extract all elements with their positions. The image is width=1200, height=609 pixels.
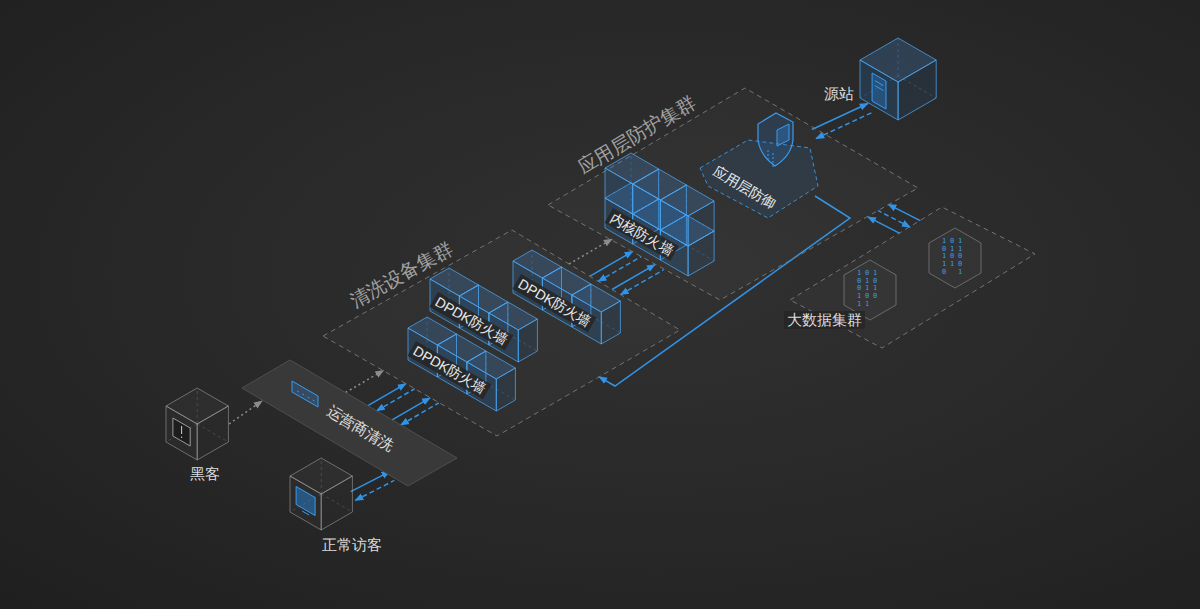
shape-edge (302, 394, 304, 395)
hacker-node: 黑客 (160, 386, 235, 486)
shape-edge (875, 86, 884, 91)
digit-holder: 0101 (950, 238, 957, 269)
arrow-line (569, 239, 612, 264)
node-label: 黑客 (190, 465, 220, 483)
arrow-line (401, 403, 439, 425)
cluster-region: 清洗设备集群DPDK防火墙DPDK防火墙DPDK防火墙 (323, 228, 683, 438)
arrow-line (346, 371, 384, 393)
arrow-line (621, 270, 664, 295)
arrow-line (612, 265, 655, 290)
text-holder: 正常访客 (322, 536, 382, 554)
arrow-line (351, 472, 390, 492)
text-holder: 黑客 (190, 465, 220, 483)
digit-holder: 11001 (958, 238, 965, 276)
visitor-node: 正常访客 (285, 456, 395, 560)
shape-edge (297, 391, 299, 392)
digit-holder: 1010 (873, 270, 880, 301)
shape-face (323, 230, 680, 436)
digit-holder: 10110 (942, 238, 949, 276)
arrow-line (229, 401, 262, 424)
text-holder: 源站 (824, 85, 854, 103)
arrow-line (377, 389, 415, 411)
shape-face (777, 124, 789, 146)
shape-edge (768, 150, 769, 162)
arrow-line (812, 104, 868, 130)
binary-digits: 0101 (950, 238, 957, 269)
shape-face (166, 388, 228, 424)
shape-edge (773, 153, 774, 168)
digit-holder: 10011 (857, 270, 864, 308)
binary-digits: 10110 (942, 238, 949, 276)
binary-digits: 1010 (873, 270, 880, 301)
shape-edge (313, 400, 315, 401)
node-label: 源站 (824, 85, 854, 103)
arrow-line (368, 384, 406, 406)
shape-face (700, 140, 818, 218)
flow-connector (229, 401, 262, 424)
shape-face (660, 185, 714, 216)
shape-face (173, 418, 190, 446)
shield-icon (758, 113, 793, 166)
flow-connector (351, 472, 395, 501)
node-label: 大数据集群 (784, 311, 865, 329)
shape-face (872, 73, 886, 109)
shape-face (296, 487, 315, 516)
shape-edge (875, 81, 884, 86)
shape-face (292, 381, 318, 407)
arrow-line (355, 480, 394, 500)
arrow-line (590, 251, 633, 276)
digit-holder: 01101 (865, 270, 872, 308)
bigdata-region: 大数据集群 (780, 203, 1038, 353)
firewall-stack: DPDK防火墙 (408, 315, 520, 415)
node-outline (780, 203, 1038, 353)
arrow-line (392, 398, 430, 420)
defense-shape: 应用层防御 (695, 108, 815, 220)
text-holder: 大数据集群 (784, 311, 865, 329)
shape-edge (181, 426, 182, 434)
node-label: 正常访客 (322, 536, 382, 554)
node-outline (818, 36, 946, 124)
binary-digits: 10011 (857, 270, 864, 308)
binary-digits: 11001 (958, 238, 965, 276)
shape-edge (302, 511, 309, 515)
origin-node: 源站 (818, 36, 946, 124)
shape-edge (308, 397, 310, 398)
shape-edge (181, 437, 182, 439)
arrow-line (888, 204, 920, 220)
shape-face (860, 38, 936, 82)
shape-face (929, 228, 981, 288)
arrow-line (598, 257, 641, 282)
binary-digits: 01101 (865, 270, 872, 308)
